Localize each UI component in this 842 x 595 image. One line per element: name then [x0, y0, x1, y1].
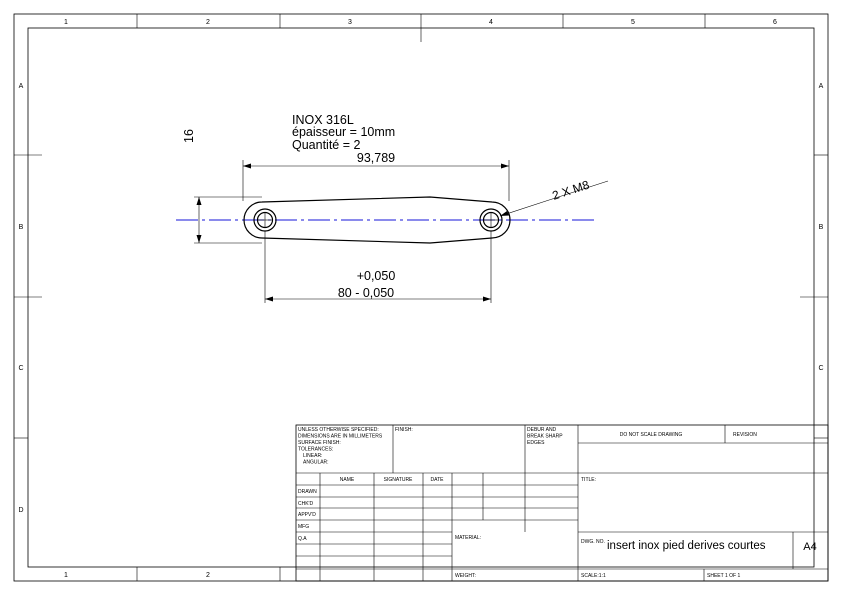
sheet-border: [13, 13, 829, 582]
zone-row-label: D: [18, 507, 23, 514]
height-value: 16: [182, 129, 196, 143]
title-label: TITLE:: [581, 477, 596, 483]
part-note: INOX 316L épaisseur = 10mm Quantité = 2: [292, 113, 395, 152]
column-date: DATE: [431, 477, 445, 483]
tolerance-upper: +0,050: [357, 269, 396, 283]
scale-value: SCALE:1:1: [581, 573, 606, 579]
hole-right-inner: [482, 211, 500, 229]
dimensions: 93,789 16 2 X M8 +0,050 80 - 0,050: [182, 129, 609, 303]
column-signature: SIGNATURE: [384, 477, 413, 483]
row-mfg: MFG: [298, 524, 309, 530]
zone-col-label: 2: [206, 572, 210, 579]
zone-col-label: 1: [64, 572, 68, 579]
tolerances-note-line: UNLESS OTHERWISE SPECIFIED:: [298, 427, 379, 433]
title-block-text: UNLESS OTHERWISE SPECIFIED: DIMENSIONS A…: [298, 427, 757, 579]
row-qa: Q.A: [298, 536, 307, 542]
zone-row-label: B: [819, 224, 824, 231]
zone-col-label: 5: [631, 19, 635, 26]
do-not-scale-note: DO NOT SCALE DRAWING: [620, 432, 683, 438]
deburr-note-line: DEBUR AND: [527, 427, 557, 433]
zone-labels: 1 2 3 4 5 6 1 2 A B C D A B C: [18, 19, 823, 579]
hole-left-inner: [256, 211, 274, 229]
sheet-size: A4: [803, 541, 816, 553]
row-drawn: DRAWN: [298, 489, 317, 495]
material-note: INOX 316L: [292, 113, 354, 127]
tolerances-note-line: SURFACE FINISH:: [298, 440, 341, 446]
drawing-number: insert inox pied derives courtes: [607, 540, 766, 552]
tolerances-note-line: LINEAR:: [303, 453, 322, 459]
zone-row-label: A: [819, 83, 824, 90]
revision-label: REVISION: [733, 432, 757, 438]
title-block: [295, 424, 829, 582]
tolerances-note-line: DIMENSIONS ARE IN MILLIMETERS: [298, 434, 383, 440]
row-approved: APPV'D: [298, 512, 316, 518]
part-outline: [243, 196, 511, 244]
deburr-note-line: EDGES: [527, 440, 545, 446]
zone-col-label: 3: [348, 19, 352, 26]
zone-row-label: C: [18, 365, 23, 372]
tolerances-note-line: TOLERANCES:: [298, 447, 333, 453]
zone-row-label: C: [818, 365, 823, 372]
zone-row-label: A: [19, 83, 24, 90]
zone-col-label: 4: [489, 19, 493, 26]
sheet-number: SHEET 1 OF 1: [707, 573, 740, 579]
weight-label: WEIGHT:: [455, 573, 476, 579]
zone-col-label: 1: [64, 19, 68, 26]
part-view: [176, 196, 594, 244]
overall-length-value: 93,789: [357, 151, 395, 165]
column-name: NAME: [340, 477, 355, 483]
thickness-note: épaisseur = 10mm: [292, 125, 395, 139]
row-checked: CHK'D: [298, 501, 314, 507]
zone-col-label: 2: [206, 19, 210, 26]
deburr-note-line: BREAK SHARP: [527, 434, 563, 440]
tolerances-note-line: ANGULAR:: [303, 460, 329, 466]
center-distance-value: 80 - 0,050: [338, 286, 394, 300]
hole-callout: 2 X M8: [551, 178, 592, 203]
dwg-no-label: DWG. NO.: [581, 539, 605, 545]
material-label: MATERIAL:: [455, 535, 481, 541]
quantity-note: Quantité = 2: [292, 138, 360, 152]
zone-col-label: 6: [773, 19, 777, 26]
finish-label: FINISH:: [395, 427, 413, 433]
zone-row-label: B: [19, 224, 24, 231]
